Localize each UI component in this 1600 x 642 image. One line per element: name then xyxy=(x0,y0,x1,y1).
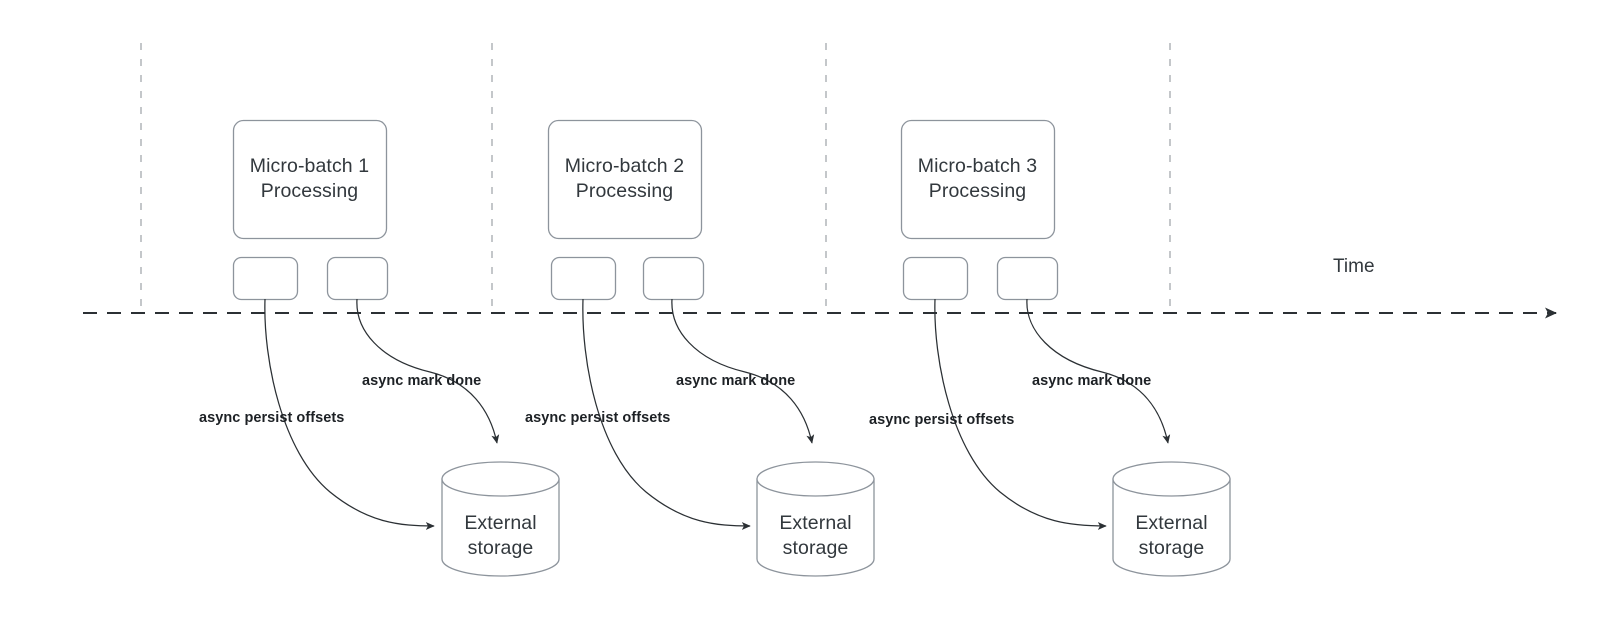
storage-top-3 xyxy=(1112,461,1231,497)
task-box-3-2[interactable] xyxy=(996,256,1059,301)
storage-body-1[interactable] xyxy=(441,478,560,577)
batch-group-1 xyxy=(232,119,560,577)
timeline-guides xyxy=(140,43,1171,313)
edge-group-2 xyxy=(582,298,815,530)
edge-async-persist-offsets-1 xyxy=(264,298,435,530)
batch-group-3 xyxy=(900,119,1231,577)
edge-async-persist-offsets-3 xyxy=(934,298,1107,530)
storage-body-3[interactable] xyxy=(1112,478,1231,577)
task-box-1-2[interactable] xyxy=(326,256,389,301)
edge-label-async-mark-done-3: async mark done xyxy=(1032,373,1152,389)
edge-label-async-persist-offsets-1: async persist offsets xyxy=(199,410,345,426)
batch-box-2[interactable] xyxy=(547,119,703,240)
task-box-2-2[interactable] xyxy=(642,256,705,301)
batch-group-2 xyxy=(547,119,875,577)
edge-async-persist-offsets-2 xyxy=(582,298,751,530)
task-box-3-1[interactable] xyxy=(902,256,969,301)
task-box-1-1[interactable] xyxy=(232,256,299,301)
edge-label-async-persist-offsets-3: async persist offsets xyxy=(869,412,1015,428)
edge-label-async-persist-offsets-2: async persist offsets xyxy=(525,410,671,426)
edge-label-async-mark-done-1: async mark done xyxy=(362,373,482,389)
storage-top-2 xyxy=(756,461,875,497)
storage-top-1 xyxy=(441,461,560,497)
edge-group-1 xyxy=(264,298,500,530)
batch-box-1[interactable] xyxy=(232,119,388,240)
storage-body-2[interactable] xyxy=(756,478,875,577)
time-axis-label: Time xyxy=(1333,256,1375,277)
edge-async-mark-done-3 xyxy=(1026,298,1171,444)
edge-group-3 xyxy=(934,298,1171,530)
edge-label-async-mark-done-2: async mark done xyxy=(676,373,796,389)
task-box-2-1[interactable] xyxy=(550,256,617,301)
edge-async-mark-done-2 xyxy=(671,298,815,444)
edge-async-mark-done-1 xyxy=(356,298,500,444)
batch-box-3[interactable] xyxy=(900,119,1056,240)
